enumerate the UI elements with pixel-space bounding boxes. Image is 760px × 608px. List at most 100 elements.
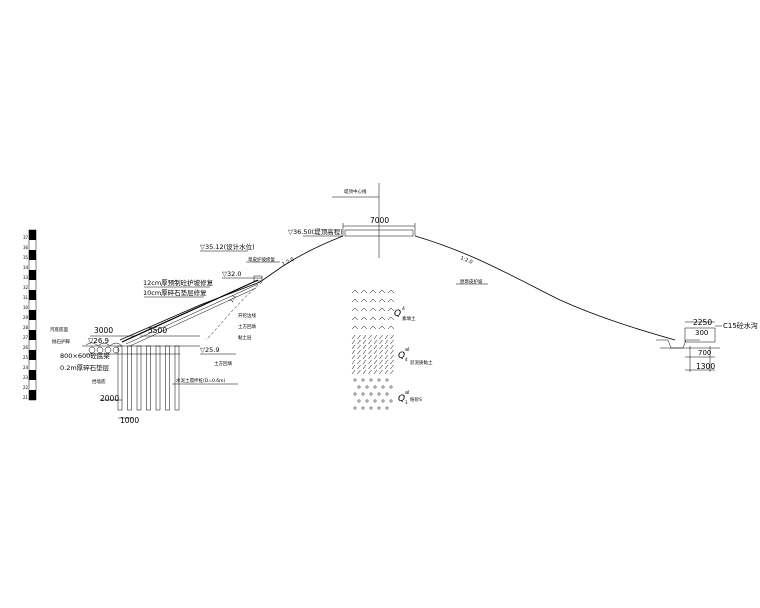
layer-1-label: 12cm厚预制砼护坡修复 (143, 278, 214, 287)
soil-mark-clay (368, 349, 372, 355)
soil-symbols (351, 289, 395, 410)
soil-mark-clay (351, 354, 356, 360)
ditch-c15-label: C15砼水沟 (723, 321, 758, 330)
ditch-dim-300: 300 (695, 329, 708, 337)
soil-q2-sub: 3 (405, 400, 408, 405)
scale-tick-label: 25 (23, 355, 29, 360)
scale-tick-label: 34 (23, 265, 29, 270)
soil-mark-clay (357, 369, 361, 375)
soil-mark-clay (384, 354, 389, 360)
soil-mark-clay (384, 369, 389, 375)
soil-q4-desc: 素填土 (402, 315, 416, 322)
soil-mark-fill (378, 298, 386, 303)
dim-3000: 3000 (94, 326, 113, 335)
clay-label: 黏土层 (238, 334, 252, 341)
ditch-dim-2250: 2250 (693, 318, 712, 327)
soil-mark-clay (384, 339, 389, 345)
soil-q2-sup: al (405, 390, 409, 396)
dim-5500: 5500 (148, 326, 167, 335)
downstream-grass-label: 原草皮护坡 (460, 278, 483, 285)
soil-mark-fill (378, 307, 386, 312)
elevation-26-9-label: ▽26.9 (88, 337, 109, 345)
ditch-dim-1300: 1300 (696, 362, 715, 371)
piles (117, 345, 180, 411)
soil-mark-clay (357, 364, 361, 370)
excavation-line (205, 281, 263, 341)
scale-tick-label: 28 (23, 325, 29, 330)
soil-mark-clay (373, 354, 378, 360)
dam-axis: 堤顶中心线 (332, 183, 380, 258)
scale-tick-label: 21 (23, 395, 29, 400)
soil-q4-sup: 4 (402, 306, 405, 312)
soil-mark-clay (351, 369, 356, 375)
soil-mark-sand (381, 399, 385, 403)
scale-tick-label: 33 (23, 275, 29, 280)
soil-mark-clay (362, 344, 367, 350)
downstream-slope (414, 235, 676, 341)
soil-q3-sup: al (405, 347, 409, 353)
soil-mark-fill (369, 307, 377, 312)
soil-mark-clay (390, 364, 394, 370)
scale-tick-label: 22 (23, 385, 29, 390)
soil-mark-clay (390, 369, 394, 375)
soil-q2-desc: 粉砂S (410, 396, 422, 403)
soil-mark-sand (361, 406, 365, 410)
soil-mark-sand (385, 378, 389, 382)
soil-mark-fill (351, 325, 359, 330)
soil-mark-clay (379, 349, 383, 355)
soil-mark-clay (384, 359, 389, 365)
soil-q3-sub: 4 (405, 357, 408, 362)
soil-mark-clay (373, 334, 378, 340)
pile (136, 345, 142, 411)
soil-mark-clay (362, 334, 367, 340)
soil-mark-clay (362, 359, 367, 365)
soil-mark-fill (360, 325, 368, 330)
soil-mark-clay (384, 349, 389, 355)
scale-tick-label: 31 (23, 295, 29, 300)
soil-mark-clay (390, 339, 394, 345)
soil-mark-fill (378, 325, 386, 330)
soil-mark-clay (351, 364, 356, 370)
soil-mark-sand (369, 378, 373, 382)
revetment: 12cm厚预制砼护坡修复 10cm厚碎石垫层修复 (121, 275, 263, 347)
scale-tick-label: 26 (23, 345, 29, 350)
soil-mark-sand (353, 392, 357, 396)
soil-mark-clay (351, 344, 356, 350)
soil-mark-clay (351, 334, 356, 340)
upstream-slope-ratio: 1:2.0 (281, 256, 295, 267)
scale-segment (29, 270, 36, 280)
excavation-label: 开挖边线 (238, 312, 256, 319)
downstream-slope-ratio: 1:2.0 (459, 255, 473, 265)
soil-mark-clay (390, 349, 394, 355)
soil-mark-clay (362, 354, 367, 360)
soil-mark-fill (360, 289, 368, 294)
soil-mark-fill (378, 316, 386, 321)
soil-mark-fill (360, 316, 368, 321)
soil-mark-clay (390, 344, 394, 350)
soil-mark-clay (384, 364, 389, 370)
soil-mark-fill (351, 307, 359, 312)
soil-mark-clay (390, 354, 394, 360)
soil-mark-fill (351, 289, 359, 294)
soil-mark-sand (385, 392, 389, 396)
soil-mark-clay (384, 334, 389, 340)
soil-mark-fill (387, 316, 395, 321)
soil-mark-clay (368, 369, 372, 375)
soil-mark-sand (369, 392, 373, 396)
layer-2-label: 10cm厚碎石垫层修复 (143, 288, 207, 297)
ditch-dim-700: 700 (698, 349, 711, 357)
soil-mark-clay (362, 339, 367, 345)
slope-1-1-label: 1:1 (229, 294, 238, 304)
soil-mark-sand (377, 392, 381, 396)
soil-mark-clay (351, 359, 356, 365)
soil-mark-clay (362, 369, 367, 375)
crest: 7000 ▽36.50(堤顶高程) (288, 216, 416, 237)
soil-mark-fill (387, 307, 395, 312)
soil-mark-clay (390, 359, 394, 365)
geo-label: 0.2m厚碎石垫层 (60, 363, 110, 372)
soil-mark-sand (377, 406, 381, 410)
upstream-slope (119, 235, 344, 341)
soil-mark-sand (373, 385, 377, 389)
pile (127, 345, 132, 411)
scale-tick-label: 23 (23, 375, 29, 380)
